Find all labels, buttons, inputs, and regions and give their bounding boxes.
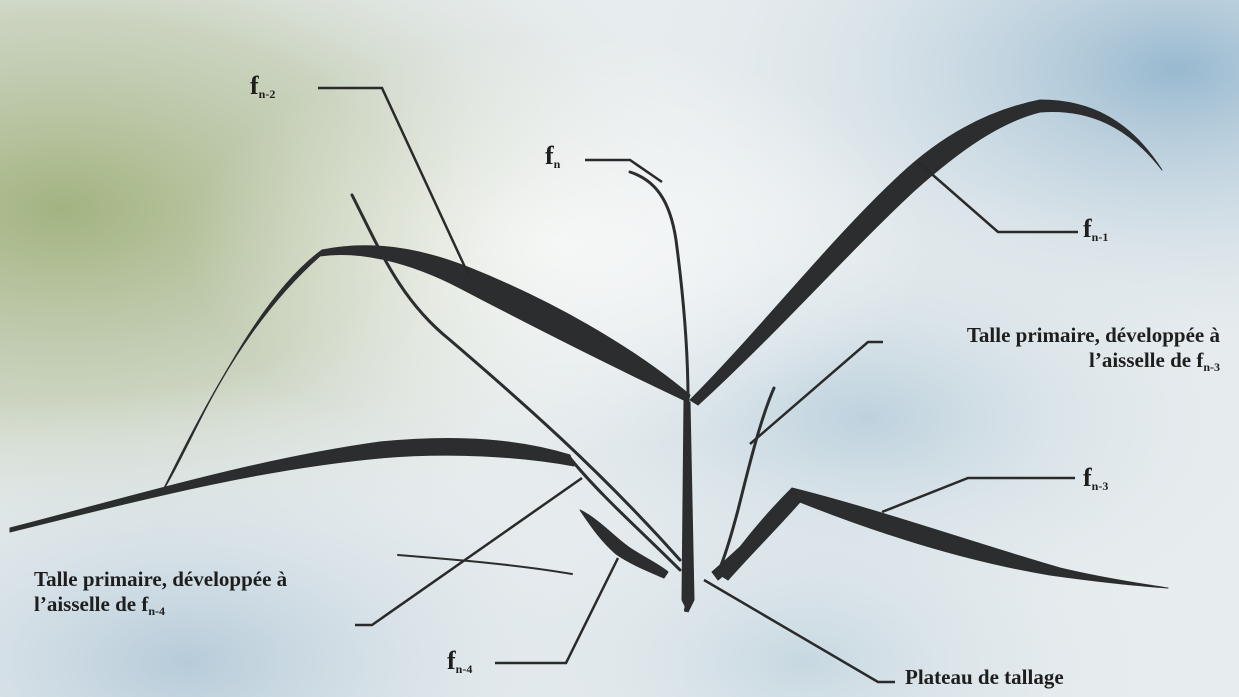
talle-fn-3-line2: l’aisselle de fn-3 [880,348,1220,374]
label-talle-fn-4: Talle primaire, développée à l’aisselle … [34,567,287,619]
main-stem [682,400,694,612]
label-fn-3: fn-3 [1083,462,1108,493]
label-fn: fn [545,140,560,171]
label-fn-1: fn-1 [1083,213,1108,244]
leader-fn-3 [882,478,1075,512]
tiller-fn-3-leaf [712,492,796,580]
talle-fn-4-line2: l’aisselle de fn-4 [34,592,287,618]
stem-base [686,600,688,610]
label-fn-2: fn-2 [250,70,275,101]
leaf-fn-4-thin [398,555,572,574]
leaf-left-long [10,438,574,532]
leader-fn-1 [918,162,1078,232]
label-talle-fn-3: Talle primaire, développée à l’aisselle … [880,323,1220,375]
leader-fn-4 [495,558,618,663]
leader-talle-n3 [750,342,883,444]
leader-talle-n4 [355,478,582,625]
talle-fn-4-line1: Talle primaire, développée à [34,567,287,592]
label-plateau-de-tallage: Plateau de tallage [905,665,1064,690]
label-fn-4: fn-4 [447,645,472,676]
leader-plateau [704,580,895,682]
leader-fn [585,160,662,182]
talle-fn-3-line1: Talle primaire, développée à [880,323,1220,348]
